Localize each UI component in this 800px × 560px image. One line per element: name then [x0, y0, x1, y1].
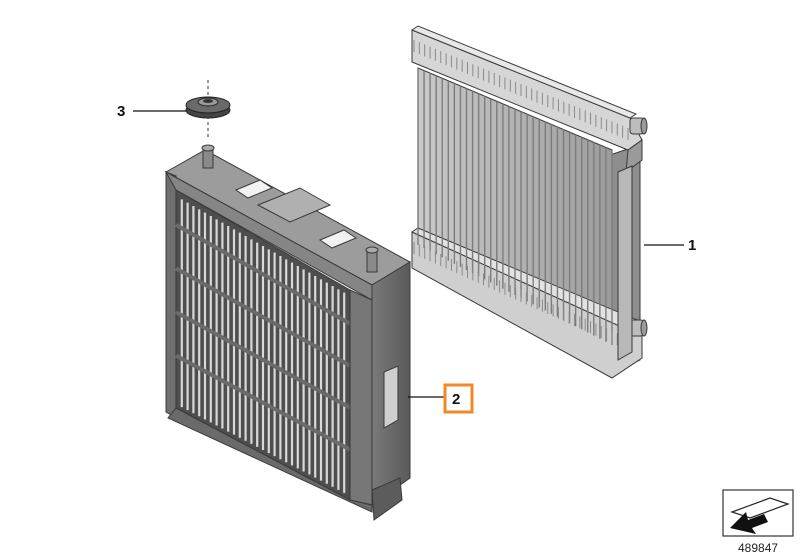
arrow-down-left-icon[interactable] — [722, 489, 794, 537]
callout-1-label: 1 — [688, 237, 696, 254]
callout-3: 3 — [117, 103, 186, 120]
grommet-icon — [185, 80, 231, 138]
callout-2-highlight — [443, 383, 474, 414]
heat-exchanger-icon — [410, 25, 648, 379]
callout-1: 1 — [644, 237, 696, 254]
diagram-reference-number: 489847 — [738, 541, 779, 555]
radiator-frame-icon — [164, 144, 412, 521]
callout-2-label: 2 — [452, 391, 460, 408]
callout-2[interactable]: 2 — [408, 383, 474, 414]
callout-3-label: 3 — [117, 103, 125, 120]
